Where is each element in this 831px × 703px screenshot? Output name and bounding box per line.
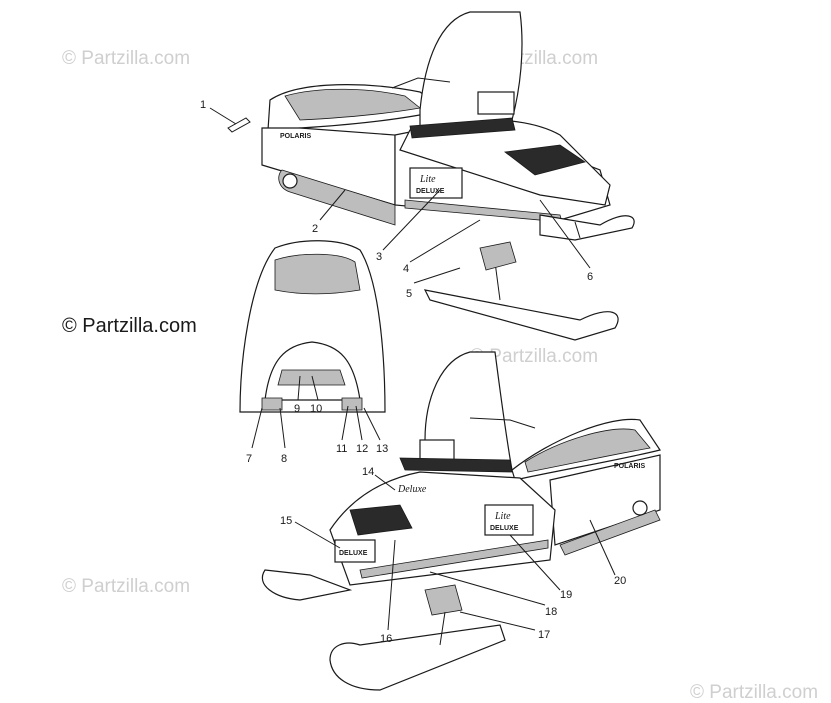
callout-11: 11 xyxy=(336,443,347,455)
decal-brand-top: POLARIS xyxy=(280,133,311,140)
callout-9: 9 xyxy=(294,403,300,415)
callout-5: 5 xyxy=(406,288,412,300)
callout-1: 1 xyxy=(200,99,206,111)
decal-model-script-bottom: Lite xyxy=(494,511,511,522)
callout-18: 18 xyxy=(545,606,557,618)
callout-labels: 1 2 3 4 5 6 7 8 9 10 11 12 13 14 15 16 1… xyxy=(200,99,626,645)
callout-8: 8 xyxy=(281,453,287,465)
decal-model-plain-top: DELUXE xyxy=(416,188,445,195)
callout-17: 17 xyxy=(538,629,550,641)
callout-15: 15 xyxy=(280,515,292,527)
watermark-middle-right: © Partzilla.com xyxy=(470,346,598,367)
callout-4: 4 xyxy=(403,263,409,275)
watermark-main: © Partzilla.com xyxy=(62,315,197,337)
decal-model-script-top: Lite xyxy=(419,174,436,185)
callout-3: 3 xyxy=(376,251,382,263)
callout-6: 6 xyxy=(587,271,593,283)
callout-13: 13 xyxy=(376,443,388,455)
decal-front-deluxe: DELUXE xyxy=(339,550,368,557)
callout-14: 14 xyxy=(362,466,374,478)
snowmobile-bottom-view: POLARIS Deluxe Lite DELUXE DELUXE xyxy=(261,351,661,691)
leader-lines xyxy=(209,107,616,631)
watermark-top-left: © Partzilla.com xyxy=(62,48,190,69)
watermark-bottom-left: © Partzilla.com xyxy=(62,576,190,597)
decal-brand-bottom: POLARIS xyxy=(614,463,645,470)
decal-model-plain-bottom: DELUXE xyxy=(490,525,519,532)
callout-12: 12 xyxy=(356,443,368,455)
callout-16: 16 xyxy=(380,633,392,645)
snowmobile-top-view: Lite DELUXE POLARIS xyxy=(227,11,635,341)
decal-hood-script: Deluxe xyxy=(397,484,427,495)
callout-10: 10 xyxy=(310,403,322,415)
callout-2: 2 xyxy=(312,223,318,235)
callout-7: 7 xyxy=(246,453,252,465)
callout-20: 20 xyxy=(614,575,626,587)
hood-top-detail xyxy=(239,240,386,413)
callout-19: 19 xyxy=(560,589,572,601)
watermark-bottom-right: © Partzilla.com xyxy=(690,682,818,703)
